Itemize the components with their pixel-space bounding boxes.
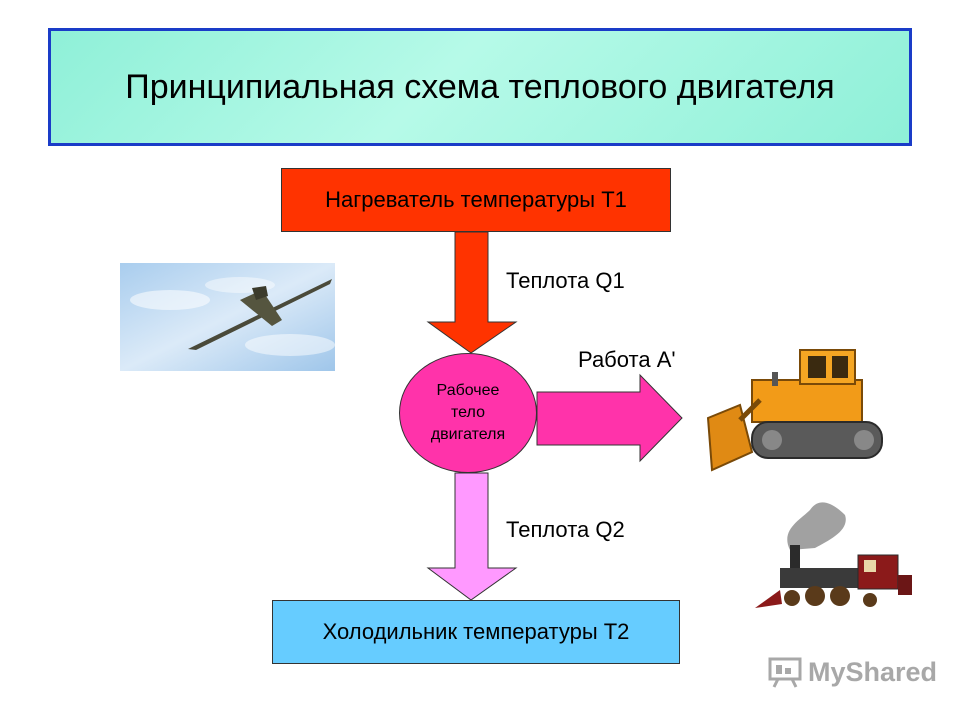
heat-q1-label: Теплота Q1 [506,268,625,293]
work-arrow [536,373,683,463]
working-body-line3: двигателя [430,426,506,443]
bulldozer-picture [706,349,883,472]
heater-box: Нагреватель температуры Т1 [281,168,671,232]
title-banner: Принципиальная схема теплового двигателя [48,28,912,146]
heater-label: Нагреватель температуры Т1 [325,187,627,212]
working-body-line2: тело [451,404,485,421]
watermark-text: MyShared [808,656,938,687]
page-title: Принципиальная схема теплового двигателя [125,67,835,106]
heat-q2-arrow [426,472,518,601]
presentation-board-icon [768,657,802,688]
watermark: MyShared [768,656,937,688]
working-body-line1: Рабочее [436,382,500,399]
airplane-picture [120,263,335,371]
heat-q2-label: Теплота Q2 [506,517,625,542]
locomotive-picture [755,502,912,608]
cooler-box: Холодильник температуры Т2 [272,600,680,664]
heat-q1-arrow [426,231,518,354]
working-body-ellipse: Рабочее тело двигателя [399,353,537,473]
cooler-label: Холодильник температуры Т2 [322,619,630,644]
work-label: Работа A' [578,347,676,372]
